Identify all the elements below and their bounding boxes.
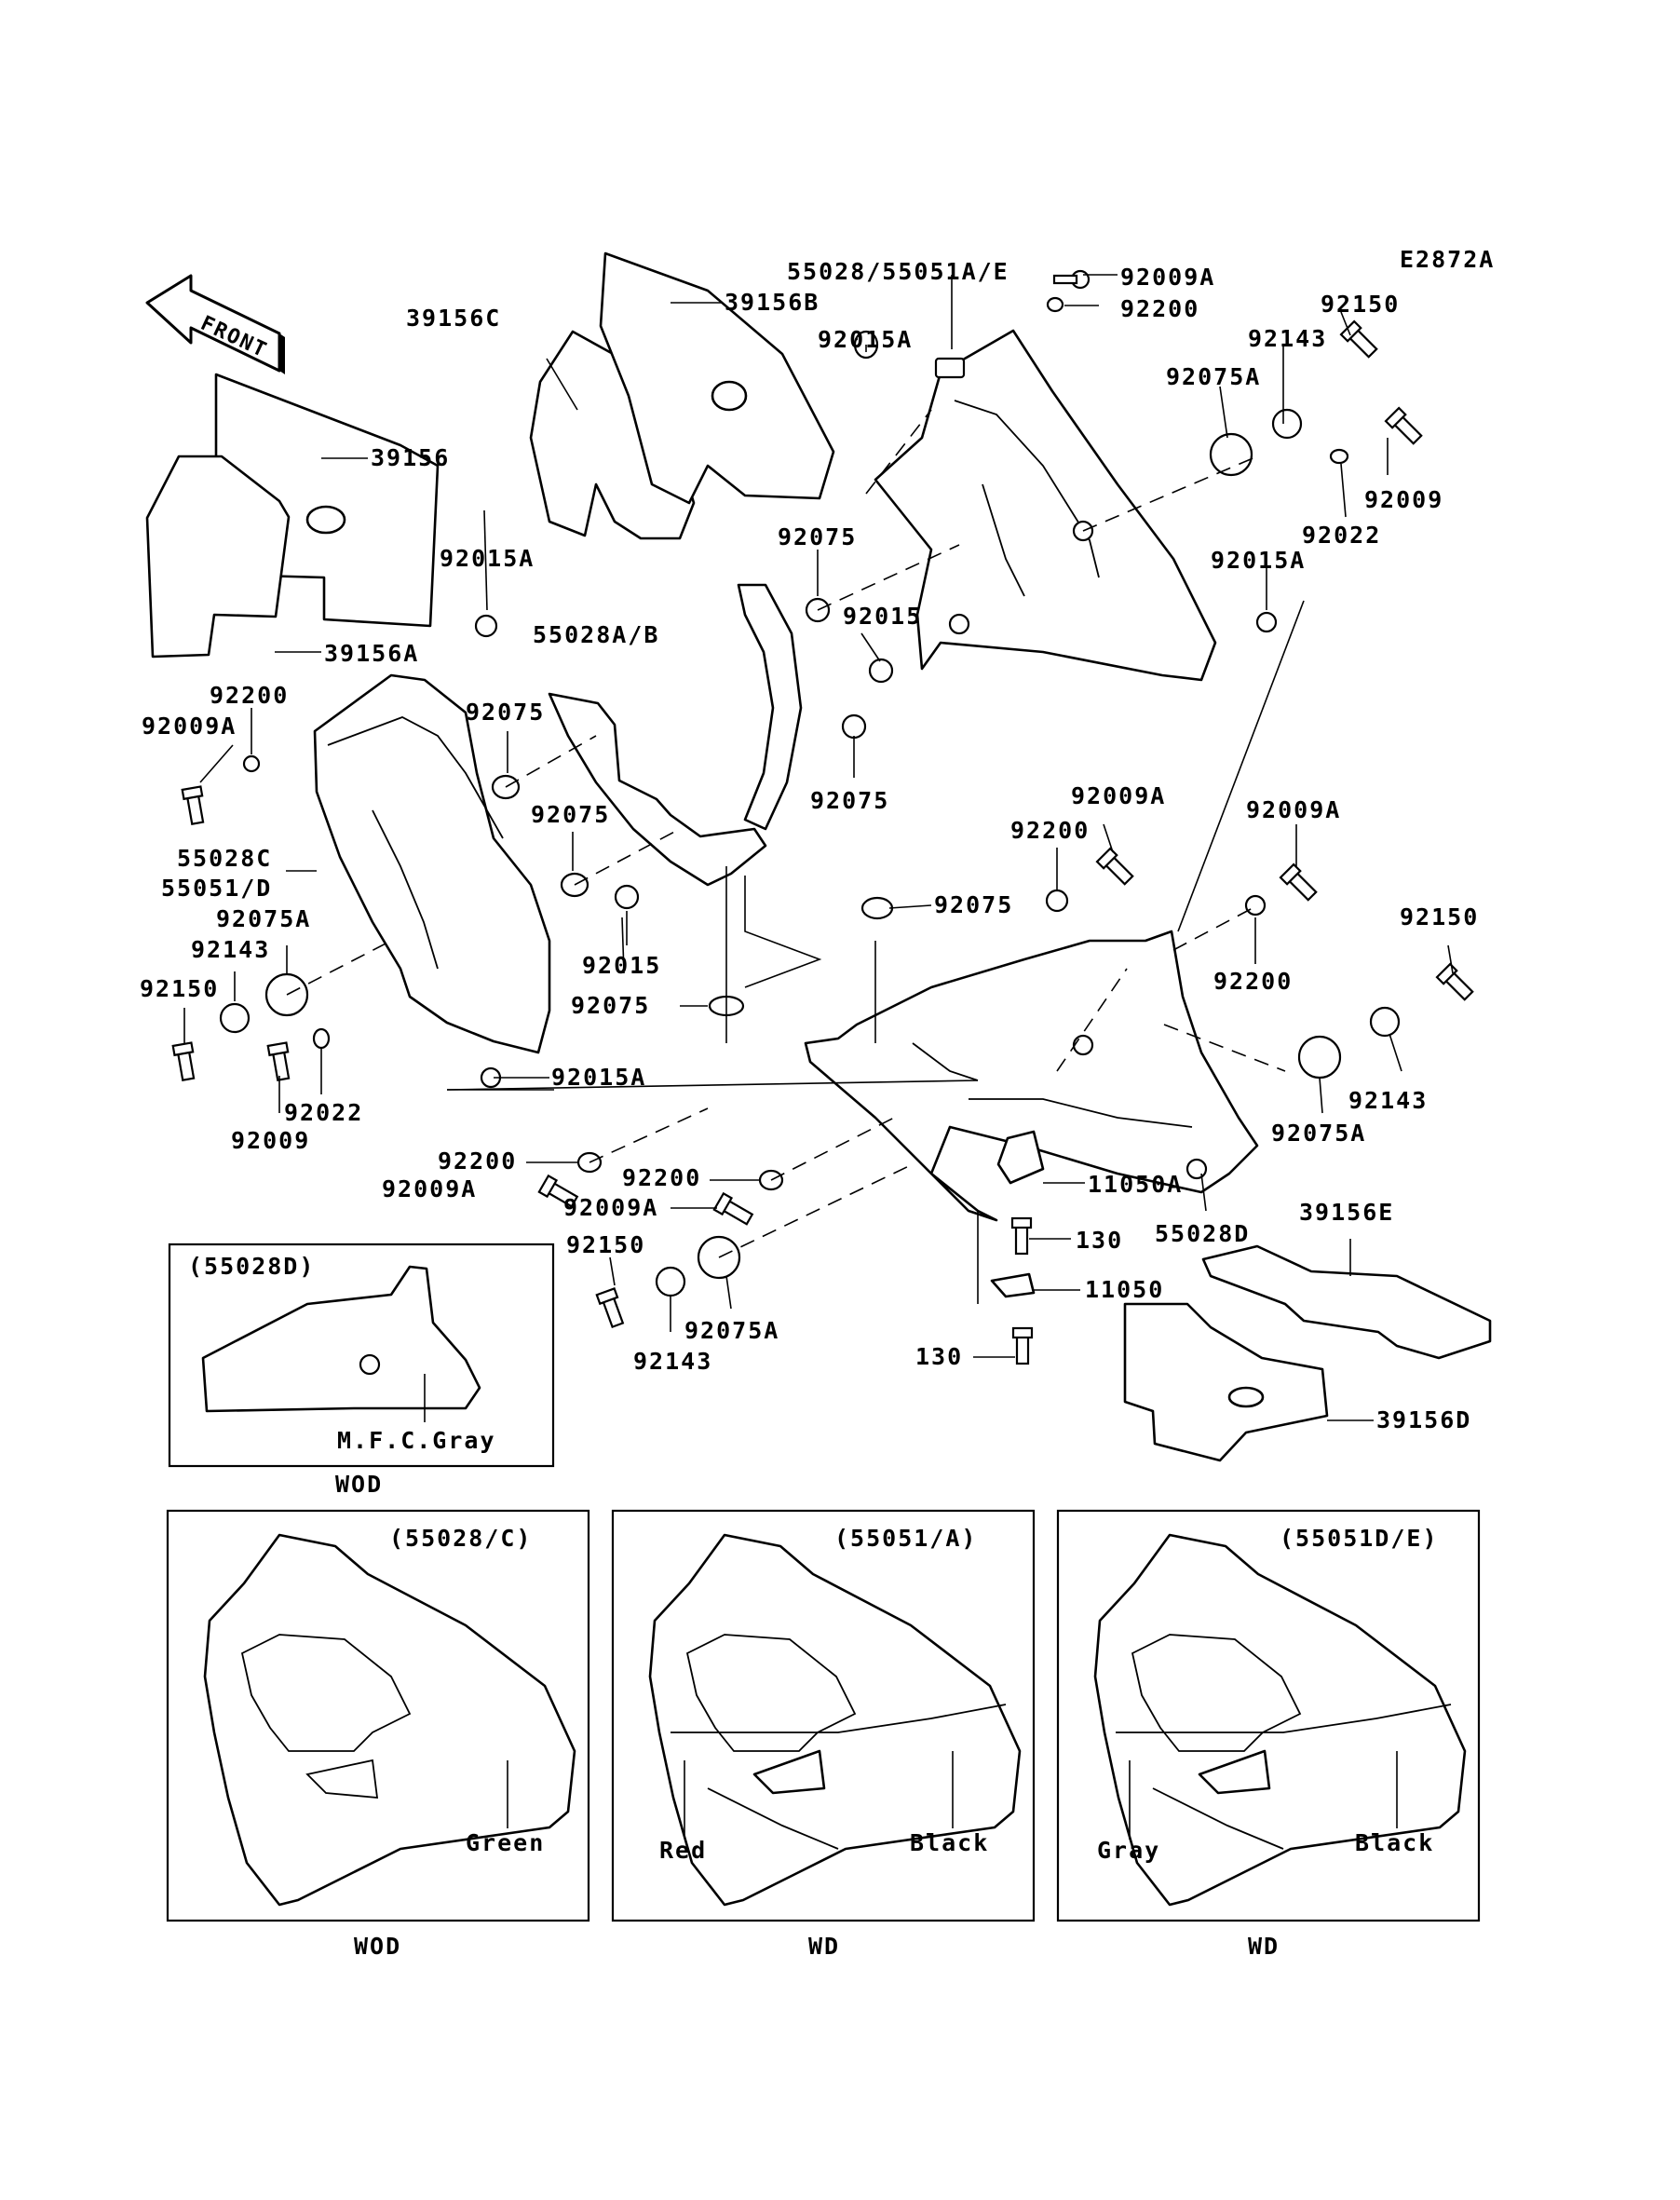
inset-55028c-title: (55028/C) <box>389 1525 532 1552</box>
callout-39156c: 39156C <box>406 305 501 332</box>
front-arrow-icon: FRONT <box>145 274 285 374</box>
inset-55051a-note-right: Black <box>910 1829 989 1856</box>
callout-92015a-left: 92015A <box>440 545 535 572</box>
callout-39156b: 39156B <box>725 289 820 316</box>
callout-92150-top: 92150 <box>1321 291 1400 318</box>
inset-55028d-title: (55028D) <box>188 1253 315 1280</box>
callout-92015-b: 92015 <box>582 952 661 979</box>
callout-11050: 11050 <box>1085 1276 1164 1303</box>
inset-55028c-caption: WOD <box>354 1933 401 1960</box>
diagram-code: E2872A <box>1400 246 1495 273</box>
callout-92009a-mid: 92009A <box>1071 782 1166 809</box>
inset-55051de-caption: WD <box>1248 1933 1280 1960</box>
callout-92009a-lower-a: 92009A <box>382 1175 477 1202</box>
callout-92075a-left: 92075A <box>216 905 311 932</box>
callout-39156e: 39156E <box>1299 1199 1394 1226</box>
callout-92075-e: 92075 <box>571 992 650 1019</box>
callout-92009a-top: 92009A <box>1120 264 1215 291</box>
inset-55051de-note-left: Gray <box>1097 1837 1160 1864</box>
pad-39156a <box>145 455 291 659</box>
callout-55051-d: 55051/D <box>161 875 272 902</box>
callout-92200-lower-b: 92200 <box>622 1164 701 1191</box>
callout-92009a-left: 92009A <box>142 713 237 740</box>
callout-92075-b: 92075 <box>466 699 545 726</box>
callout-92075a-right: 92075A <box>1271 1120 1366 1147</box>
callout-92075a-top: 92075A <box>1166 363 1261 390</box>
callout-92200-left: 92200 <box>210 682 289 709</box>
inset-55051a-note-left: Red <box>659 1837 707 1864</box>
callout-92075-a: 92075 <box>778 523 857 550</box>
callout-92143-right: 92143 <box>1348 1087 1428 1114</box>
callout-55028d: 55028D <box>1155 1220 1250 1247</box>
callout-92009-left: 92009 <box>231 1127 310 1154</box>
callout-92015a-right: 92015A <box>1211 547 1306 574</box>
callout-55028a-b: 55028A/B <box>533 621 659 648</box>
callout-55028-55051a-e: 55028/55051A/E <box>787 258 1009 285</box>
callout-55028c: 55028C <box>177 845 272 872</box>
callout-92150-left: 92150 <box>140 975 219 1002</box>
callout-92009-top: 92009 <box>1364 486 1443 513</box>
pad-39156b <box>599 251 835 505</box>
inset-55028d-caption: WOD <box>335 1471 383 1498</box>
cowl-upper-right <box>874 329 1217 682</box>
callout-92200-right: 92200 <box>1213 968 1293 995</box>
alignment-lines <box>286 409 1305 1258</box>
inset-55051a-title: (55051/A) <box>834 1525 977 1552</box>
inset-55028d: (55028D) M.F.C.Gray <box>168 1243 555 1468</box>
hardware <box>171 269 1474 1365</box>
callout-92022-left: 92022 <box>284 1099 363 1126</box>
cowl-lower-right <box>804 930 1259 1222</box>
leader-lines <box>183 274 1454 1421</box>
inset-55028c: (55028/C) Green <box>166 1509 590 1922</box>
callout-92200-mid: 92200 <box>1010 817 1090 844</box>
callout-39156d: 39156D <box>1376 1406 1471 1433</box>
callout-92075-f: 92075 <box>934 891 1013 918</box>
callout-39156: 39156 <box>371 444 450 471</box>
callout-92015a-lower: 92015A <box>551 1064 646 1091</box>
callout-92143-left: 92143 <box>191 936 270 963</box>
inset-55028d-note: M.F.C.Gray <box>337 1427 496 1454</box>
callout-92015-a: 92015 <box>843 603 922 630</box>
callout-92015a-top: 92015A <box>818 326 913 353</box>
callout-92200-top: 92200 <box>1120 295 1199 322</box>
callout-92150-lower: 92150 <box>566 1231 645 1258</box>
cowl-left <box>313 673 551 1054</box>
inset-55051de: (55051D/E) Gray Black <box>1056 1509 1481 1922</box>
cowl-center-nose <box>548 583 803 887</box>
inset-55051a-caption: WD <box>808 1933 840 1960</box>
callout-92075a-lower: 92075A <box>684 1317 779 1344</box>
inset-55051de-note-right: Black <box>1355 1829 1434 1856</box>
inset-55051de-title: (55051D/E) <box>1280 1525 1439 1552</box>
bracket-11050a <box>996 1130 1045 1185</box>
callout-92009a-lower-b: 92009A <box>563 1194 658 1221</box>
part-callouts: 39156B 39156C 39156 39156A 55028/55051A/… <box>140 258 1479 1433</box>
callout-92075-c: 92075 <box>810 787 889 814</box>
callout-11050a: 11050A <box>1088 1171 1183 1198</box>
callout-92075-d: 92075 <box>531 801 610 828</box>
callout-92143-lower: 92143 <box>633 1348 712 1375</box>
callout-130-a: 130 <box>1076 1227 1123 1254</box>
callout-92009a-right: 92009A <box>1246 796 1341 823</box>
callout-39156a: 39156A <box>324 640 419 667</box>
inset-55028c-note: Green <box>466 1829 545 1856</box>
callout-92143-top: 92143 <box>1248 325 1327 352</box>
inset-55051a: (55051/A) Red Black <box>611 1509 1036 1922</box>
callout-130-b: 130 <box>915 1343 963 1370</box>
pad-39156e <box>1201 1244 1492 1360</box>
pad-39156d <box>1123 1302 1329 1462</box>
callout-92150-right: 92150 <box>1400 903 1479 930</box>
bracket-11050 <box>990 1272 1036 1298</box>
callout-92200-lower-a: 92200 <box>438 1148 517 1175</box>
callout-92022-top: 92022 <box>1302 522 1381 549</box>
